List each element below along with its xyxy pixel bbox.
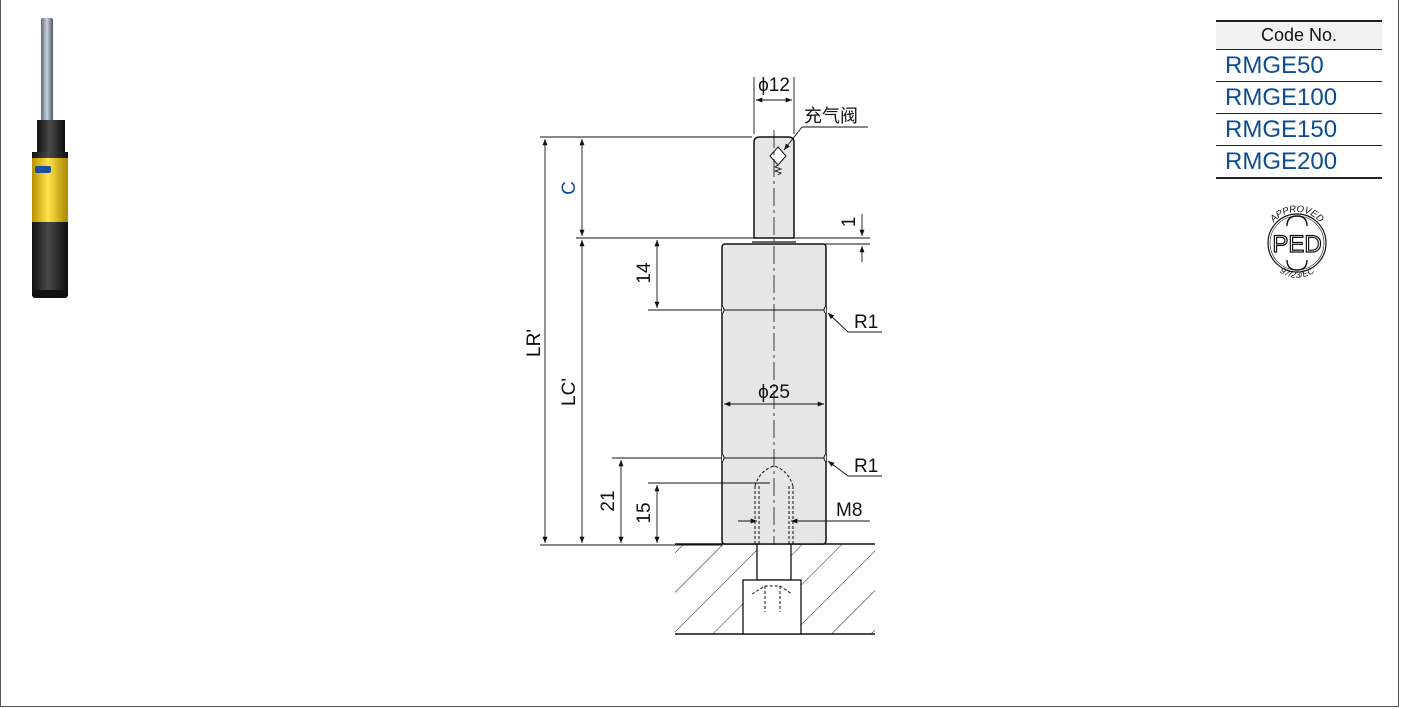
valve-label: 充气阀 [804,106,858,127]
body-diameter-label: ϕ25 [758,382,790,403]
svg-text:APPROVED: APPROVED [1267,204,1326,226]
r1-bottom-label: R1 [854,456,878,477]
code-row: RMGE200 [1216,146,1382,179]
dim-21-label: 21 [598,490,619,511]
dim-15-label: 15 [634,502,655,523]
rod-diameter-label: ϕ12 [758,75,790,96]
dim-lr-label: LR' [524,329,545,357]
ped-approval-seal: APPROVED PED 97/23/EC [1267,204,1327,280]
code-row: RMGE150 [1216,114,1382,146]
extension-lines [540,77,870,546]
dim-c-label: C [559,181,580,195]
dim-gap-label: 1 [839,217,860,228]
ped-mark: PED [1272,231,1321,258]
r1-top-label: R1 [854,312,878,333]
code-table-header: Code No. [1216,20,1382,50]
ped-top-text: APPROVED [1267,204,1326,226]
piston-rod [753,136,795,239]
code-row: RMGE50 [1216,50,1382,82]
thread-label: M8 [836,500,862,521]
dim-14-label: 14 [634,262,655,284]
ped-bottom-text: 97/23/EC [1278,265,1316,280]
code-row: RMGE100 [1216,82,1382,114]
dim-lc-label: LC' [559,378,580,406]
svg-text:97/23/EC: 97/23/EC [1278,265,1316,280]
gas-spring-photo [32,18,68,298]
dimension-lines [542,97,882,543]
mounting-plate [675,543,875,635]
code-number-table: Code No. RMGE50 RMGE100 RMGE150 RMGE200 [1216,20,1382,179]
